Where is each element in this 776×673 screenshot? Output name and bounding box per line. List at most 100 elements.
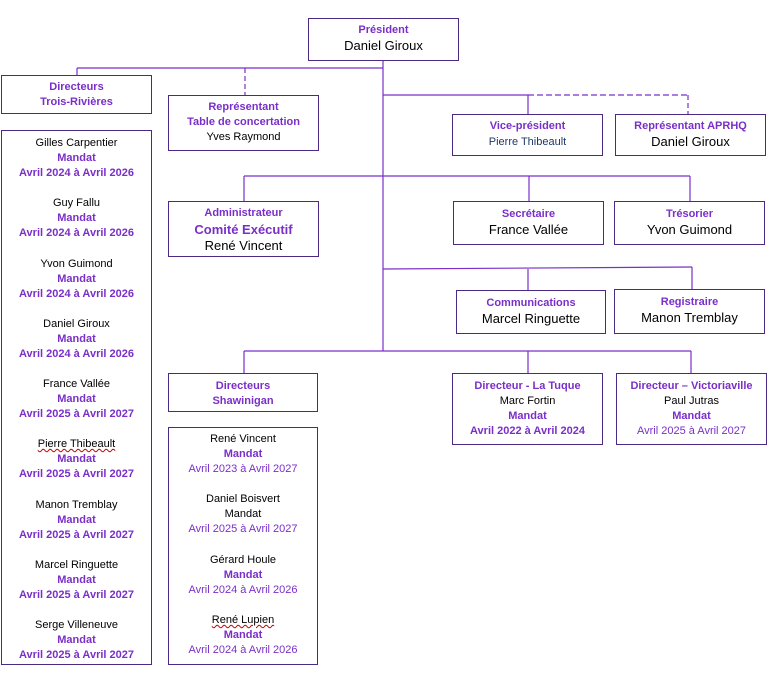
member-name: Gilles Carpentier <box>35 137 118 149</box>
mandat-label: Mandat <box>57 333 96 345</box>
mandat-label: Mandat <box>672 410 711 422</box>
vp-name: Pierre Thibeault <box>488 136 567 148</box>
mandat-label: Mandat <box>57 574 96 586</box>
list-item: Serge Villeneuve Mandat Avril 2025 à Avr… <box>2 618 151 663</box>
secretaire-box: Secrétaire France Vallée <box>453 201 604 245</box>
member-name: Guy Fallu <box>52 197 101 209</box>
list-item: Daniel Boisvert Mandat Avril 2025 à Avri… <box>169 492 317 537</box>
mandat-label: Mandat <box>223 569 263 581</box>
rep-table-name: Yves Raymond <box>206 131 281 143</box>
registraire-box: Registraire Manon Tremblay <box>614 289 765 334</box>
member-name: Marcel Ringuette <box>34 559 119 571</box>
mandat-dates: Avril 2024 à Avril 2026 <box>19 167 134 179</box>
dir-tr-title-1: Directeurs <box>49 81 104 93</box>
member-name: Daniel Giroux <box>43 318 110 330</box>
member-name: Manon Tremblay <box>35 499 118 511</box>
list-item: Manon Tremblay Mandat Avril 2025 à Avril… <box>2 498 151 543</box>
member-name: France Vallée <box>42 378 111 390</box>
admin-box: Administrateur Comité Exécutif René Vinc… <box>168 201 319 257</box>
mandat-label: Mandat <box>57 273 96 285</box>
mandat-dates: Avril 2025 à Avril 2027 <box>19 408 134 420</box>
member-name: René Lupien <box>169 613 317 628</box>
mandat-dates: Avril 2025 à Avril 2027 <box>19 529 134 541</box>
dir-trois-rivieres-list: Gilles Carpentier Mandat Avril 2024 à Av… <box>1 130 152 665</box>
admin-title: Administrateur <box>204 207 283 219</box>
member-name: Daniel Boisvert <box>206 493 280 505</box>
mandat-dates: Avril 2025 à Avril 2027 <box>188 523 298 535</box>
communications-box: Communications Marcel Ringuette <box>456 290 606 334</box>
communications-name: Marcel Ringuette <box>481 311 581 326</box>
dir-sh-title-2: Shawinigan <box>212 395 274 407</box>
mandat-label: Mandat <box>57 152 96 164</box>
mandat-dates: Avril 2024 à Avril 2026 <box>188 584 298 596</box>
list-item: France Vallée Mandat Avril 2025 à Avril … <box>2 377 151 422</box>
admin-name: René Vincent <box>204 238 283 253</box>
list-item: René Vincent Mandat Avril 2023 à Avril 2… <box>169 432 317 477</box>
dir-tr-title-2: Trois-Rivières <box>40 96 113 108</box>
tresorier-name: Yvon Guimond <box>646 222 733 237</box>
mandat-label: Mandat <box>57 514 96 526</box>
mandat-dates: Avril 2024 à Avril 2026 <box>19 227 134 239</box>
rep-table-title-2: Table de concertation <box>187 116 300 128</box>
dir-sh-title-1: Directeurs <box>215 380 271 392</box>
vice-president-box: Vice-président Pierre Thibeault <box>452 114 603 156</box>
rep-table-title-1: Représentant <box>208 101 279 113</box>
registraire-name: Manon Tremblay <box>641 310 738 325</box>
secretaire-name: France Vallée <box>488 222 569 237</box>
mandat-label: Mandat <box>508 410 547 422</box>
list-item: Daniel Giroux Mandat Avril 2024 à Avril … <box>2 317 151 362</box>
mandat-dates: Avril 2025 à Avril 2027 <box>636 425 747 437</box>
dir-shawinigan-list: René Vincent Mandat Avril 2023 à Avril 2… <box>168 427 318 665</box>
member-name: René Vincent <box>210 433 276 445</box>
mandat-label: Mandat <box>224 508 262 520</box>
victoriaville-name: Paul Jutras <box>663 395 720 407</box>
mandat-dates: Avril 2024 à Avril 2026 <box>19 348 134 360</box>
president-title: Président <box>358 24 409 36</box>
list-item: Guy Fallu Mandat Avril 2024 à Avril 2026 <box>2 196 151 241</box>
member-name: Pierre Thibeault <box>2 437 151 452</box>
la-tuque-name: Marc Fortin <box>499 395 556 407</box>
list-item: Yvon Guimond Mandat Avril 2024 à Avril 2… <box>2 257 151 302</box>
secretaire-title: Secrétaire <box>501 208 556 220</box>
dir-la-tuque-box: Directeur - La Tuque Marc Fortin Mandat … <box>452 373 603 445</box>
victoriaville-title: Directeur – Victoriaville <box>630 380 753 392</box>
mandat-label: Mandat <box>57 453 96 465</box>
tresorier-box: Trésorier Yvon Guimond <box>614 201 765 245</box>
list-item: Gérard Houle Mandat Avril 2024 à Avril 2… <box>169 553 317 598</box>
list-item: Gilles Carpentier Mandat Avril 2024 à Av… <box>2 136 151 181</box>
mandat-label: Mandat <box>57 634 96 646</box>
list-item: Marcel Ringuette Mandat Avril 2025 à Avr… <box>2 558 151 603</box>
member-name: Gérard Houle <box>209 554 277 566</box>
la-tuque-title: Directeur - La Tuque <box>474 380 581 392</box>
communications-title: Communications <box>486 297 576 309</box>
mandat-dates: Avril 2022 à Avril 2024 <box>470 425 585 437</box>
member-name-text: René Lupien <box>211 614 275 626</box>
mandat-label: Mandat <box>57 212 96 224</box>
admin-subtitle: Comité Exécutif <box>194 222 293 237</box>
mandat-label: Mandat <box>223 629 263 641</box>
mandat-label: Mandat <box>223 448 263 460</box>
mandat-dates: Avril 2023 à Avril 2027 <box>188 463 298 475</box>
mandat-dates: Avril 2024 à Avril 2026 <box>188 644 298 656</box>
list-item: René Lupien Mandat Avril 2024 à Avril 20… <box>169 613 317 658</box>
dir-victoriaville-box: Directeur – Victoriaville Paul Jutras Ma… <box>616 373 767 445</box>
dir-trois-rivieres-header: Directeurs Trois-Rivières <box>1 75 152 114</box>
mandat-dates: Avril 2025 à Avril 2027 <box>19 589 134 601</box>
mandat-label: Mandat <box>57 393 96 405</box>
registraire-title: Registraire <box>660 296 719 308</box>
aprhq-name: Daniel Giroux <box>651 134 730 149</box>
rep-aprhq-box: Représentant APRHQ Daniel Giroux <box>615 114 766 156</box>
rep-table-box: Représentant Table de concertation Yves … <box>168 95 319 151</box>
president-name: Daniel Giroux <box>344 38 423 53</box>
aprhq-title: Représentant APRHQ <box>634 120 747 132</box>
list-item: Pierre Thibeault Mandat Avril 2025 à Avr… <box>2 437 151 482</box>
president-box: Président Daniel Giroux <box>308 18 459 61</box>
dir-shawinigan-header: Directeurs Shawinigan <box>168 373 318 412</box>
member-name: Serge Villeneuve <box>35 619 118 631</box>
vp-title: Vice-président <box>489 120 566 132</box>
member-name: Yvon Guimond <box>40 258 113 270</box>
mandat-dates: Avril 2025 à Avril 2027 <box>19 468 134 480</box>
mandat-dates: Avril 2025 à Avril 2027 <box>19 649 134 661</box>
member-name-text: Pierre Thibeault <box>37 438 116 450</box>
